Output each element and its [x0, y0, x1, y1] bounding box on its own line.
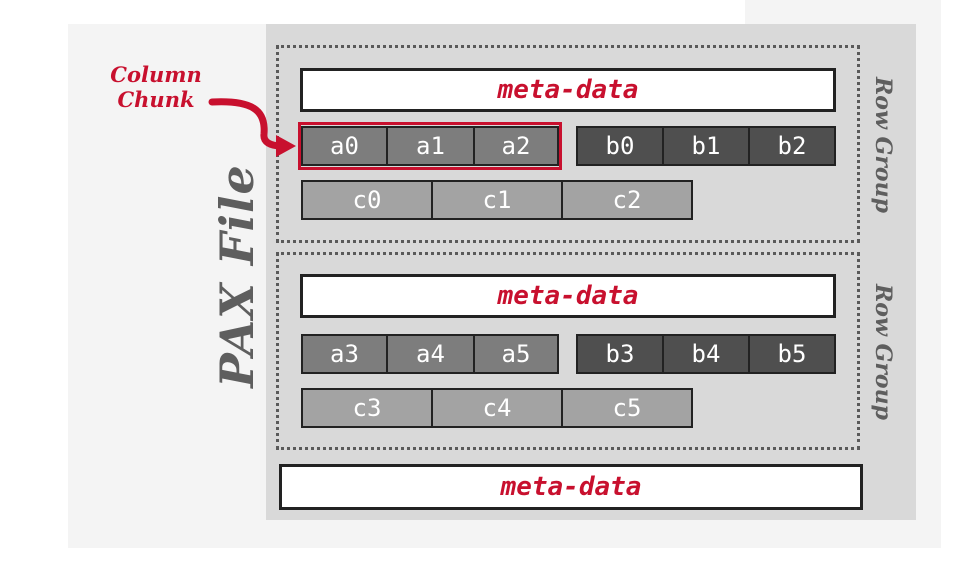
- cell-b1: b1: [662, 126, 750, 166]
- row-group-2-meta-data: meta-data: [300, 274, 836, 318]
- pax-file-title-text: PAX File: [209, 163, 264, 388]
- cell-a0: a0: [301, 126, 388, 166]
- cell-b2: b2: [748, 126, 836, 166]
- row-group-2: [276, 252, 860, 450]
- pax-file-title: PAX File: [210, 164, 264, 388]
- cell-c0: c0: [301, 180, 433, 220]
- cell-a1: a1: [386, 126, 475, 166]
- row-group-1-meta-data: meta-data: [300, 68, 836, 112]
- callout-arrow-icon: [208, 98, 296, 157]
- cell-a3: a3: [301, 334, 388, 374]
- cell-a2: a2: [473, 126, 559, 166]
- row-group-2-label: Row Group: [870, 284, 896, 420]
- cell-b0: b0: [576, 126, 664, 166]
- callout-line-2: Chunk: [117, 87, 195, 112]
- cell-c5: c5: [561, 388, 693, 428]
- column-chunk-callout: Column Chunk: [98, 62, 214, 112]
- cell-c3: c3: [301, 388, 433, 428]
- row-group-1-label-text: Row Group: [869, 76, 896, 213]
- cell-b4: b4: [662, 334, 750, 374]
- cell-c4: c4: [431, 388, 563, 428]
- cell-c1: c1: [431, 180, 563, 220]
- cell-a5: a5: [473, 334, 559, 374]
- cell-a4: a4: [386, 334, 475, 374]
- row-group-1-label: Row Group: [870, 77, 896, 213]
- file-footer-meta-data: meta-data: [279, 464, 863, 510]
- row-group-2-label-text: Row Group: [869, 283, 896, 420]
- cell-c2: c2: [561, 180, 693, 220]
- callout-line-1: Column: [110, 62, 202, 87]
- cell-b5: b5: [748, 334, 836, 374]
- cell-b3: b3: [576, 334, 664, 374]
